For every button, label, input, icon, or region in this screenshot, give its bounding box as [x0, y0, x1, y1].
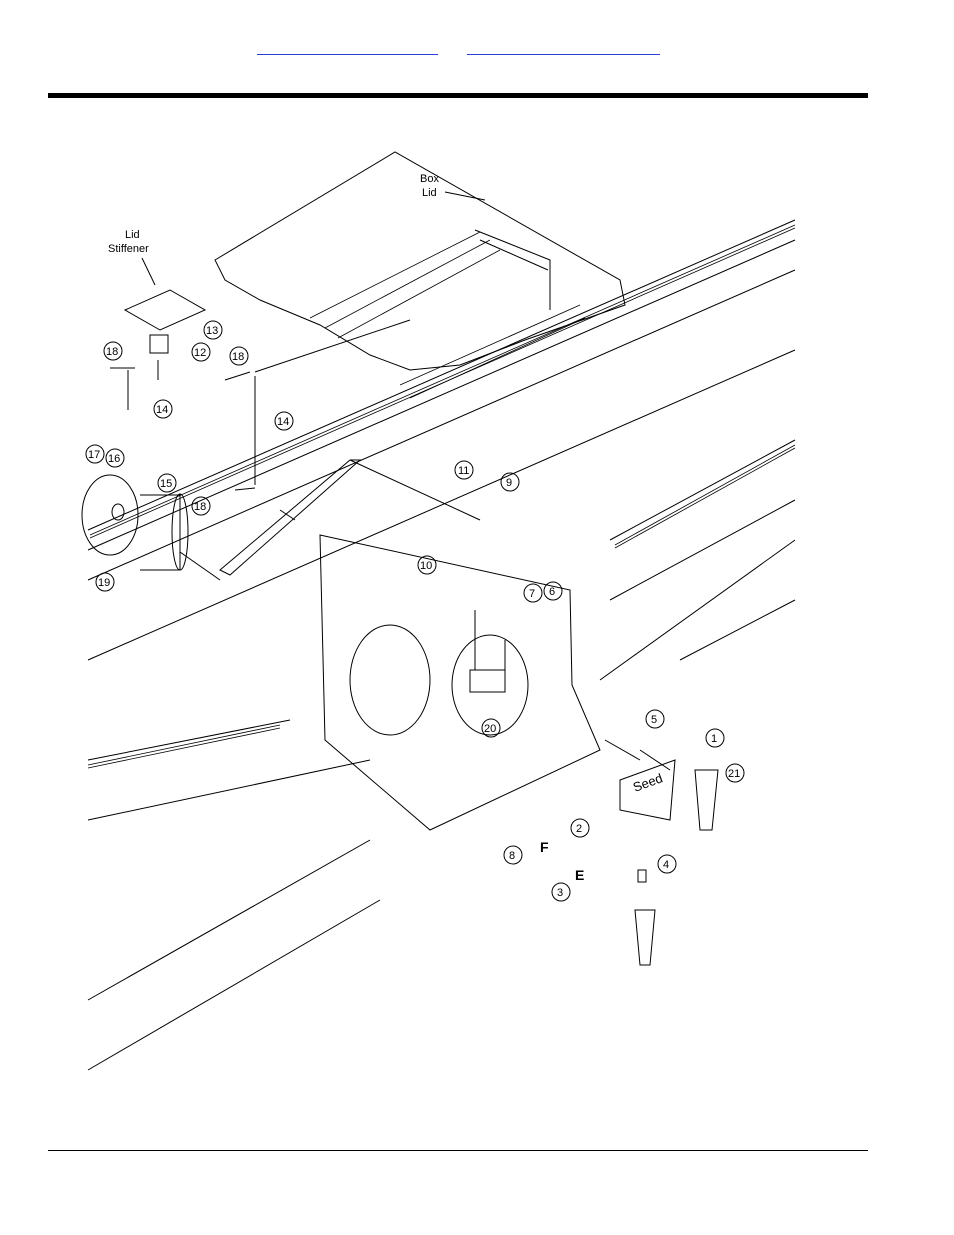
svg-text:20: 20 [484, 723, 496, 735]
callout-11: 11 [454, 460, 474, 480]
svg-text:5: 5 [651, 714, 657, 726]
callout-14a: 14 [153, 399, 173, 419]
label-lid: Lid [422, 187, 437, 199]
callout-21: 21 [725, 763, 745, 783]
svg-text:18: 18 [194, 501, 206, 513]
callout-9: 9 [500, 472, 520, 492]
parts-diagram: Seed F E Box Lid Lid Stiffener 1 2 3 4 5… [81, 151, 796, 1071]
svg-text:1: 1 [711, 733, 717, 745]
svg-text:7: 7 [529, 588, 535, 600]
svg-text:15: 15 [160, 478, 172, 490]
header-rule [48, 93, 868, 98]
callout-13: 13 [203, 320, 223, 340]
callout-7: 7 [523, 583, 543, 603]
svg-text:8: 8 [509, 850, 515, 862]
callout-18b: 18 [229, 346, 249, 366]
cable [224, 319, 411, 491]
svg-text:17: 17 [88, 449, 100, 461]
svg-text:12: 12 [194, 347, 206, 359]
callout-10: 10 [417, 555, 437, 575]
letter-f: F [540, 839, 549, 855]
svg-text:2: 2 [576, 823, 582, 835]
label-lid-top: Lid [125, 229, 140, 241]
svg-text:14: 14 [277, 416, 289, 428]
shaft [219, 459, 481, 576]
levers [604, 739, 719, 966]
seed-decal: Seed F E [540, 759, 676, 883]
label-box: Box [420, 173, 439, 185]
hopper-rails [87, 219, 796, 1071]
svg-text:3: 3 [557, 887, 563, 899]
lid-stiffener [110, 289, 207, 410]
callout-18c: 18 [191, 496, 211, 516]
weight [81, 474, 221, 581]
box-lid [214, 151, 626, 399]
callout-3: 3 [551, 882, 571, 902]
callout-5: 5 [645, 709, 665, 729]
svg-text:19: 19 [98, 577, 110, 589]
callout-20: 20 [481, 718, 501, 738]
svg-text:4: 4 [663, 859, 669, 871]
callout-4: 4 [657, 854, 677, 874]
svg-text:18: 18 [232, 351, 244, 363]
callout-19: 19 [95, 572, 115, 592]
callout-16: 16 [105, 448, 125, 468]
svg-text:11: 11 [458, 465, 469, 477]
svg-text:21: 21 [728, 768, 740, 780]
header-link-left[interactable] [257, 40, 438, 55]
svg-text:14: 14 [156, 404, 168, 416]
svg-text:9: 9 [506, 477, 512, 489]
letter-e: E [575, 867, 584, 883]
callouts: 1 2 3 4 5 6 7 8 9 10 11 12 13 14 14 15 1… [85, 320, 745, 902]
callout-12: 12 [191, 342, 211, 362]
callout-14b: 14 [274, 411, 294, 431]
label-stiffener: Stiffener [108, 243, 149, 255]
callout-1: 1 [705, 728, 725, 748]
callout-17: 17 [85, 444, 105, 464]
callout-15: 15 [157, 473, 177, 493]
svg-text:18: 18 [106, 346, 118, 358]
header-link-right[interactable] [467, 40, 660, 55]
svg-text:16: 16 [108, 453, 120, 465]
callout-2: 2 [570, 818, 590, 838]
callout-6: 6 [543, 581, 563, 601]
svg-text:10: 10 [420, 560, 432, 572]
footer-rule [48, 1150, 868, 1151]
svg-text:6: 6 [549, 586, 555, 598]
callout-8: 8 [503, 845, 523, 865]
svg-text:13: 13 [206, 325, 218, 337]
side-panel [319, 534, 601, 831]
callout-18a: 18 [103, 341, 123, 361]
